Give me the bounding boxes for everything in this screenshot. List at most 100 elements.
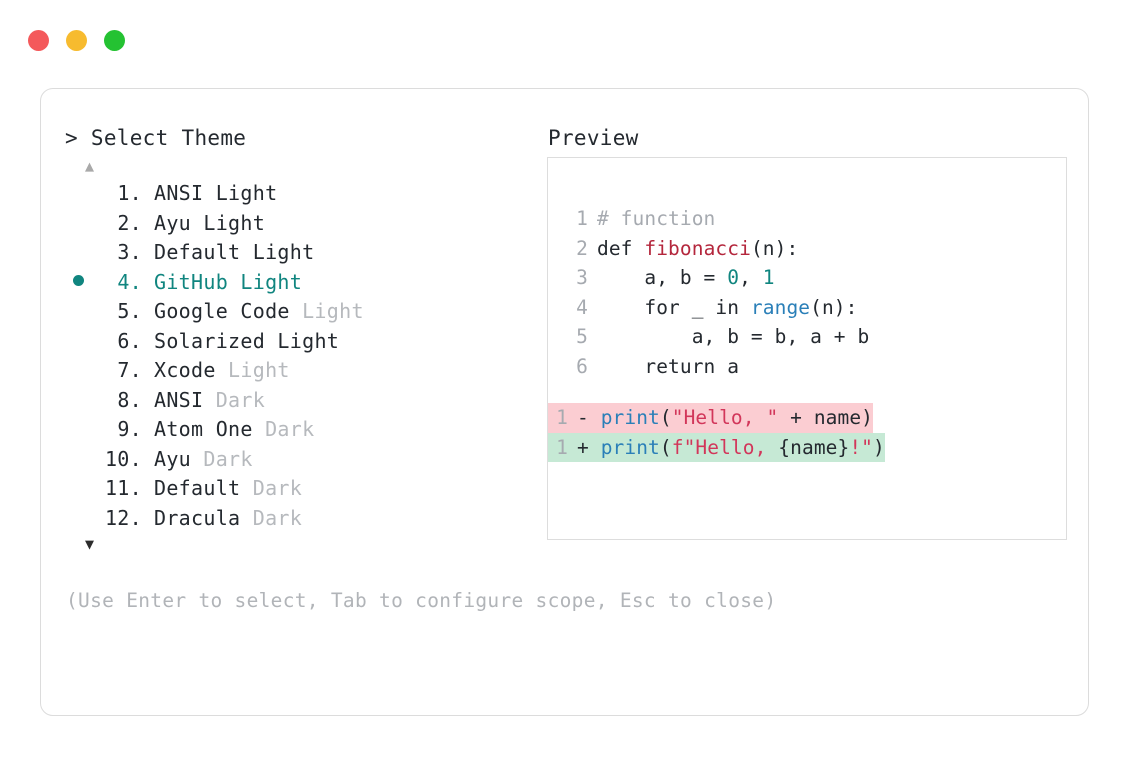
page-title: > Select Theme bbox=[65, 125, 547, 151]
prompt-caret-icon: > bbox=[65, 126, 78, 150]
code-line-text: return a bbox=[597, 352, 739, 382]
code-token-punct: ( bbox=[659, 406, 672, 429]
code-token-kw: def bbox=[597, 236, 645, 260]
theme-item-index: 7. bbox=[117, 358, 142, 382]
diff-band: 1+ print(f"Hello, {name}!") bbox=[548, 432, 885, 462]
theme-list-item[interactable]: 9. Atom One Dark bbox=[65, 415, 547, 445]
theme-item-label: Default Dark bbox=[154, 476, 303, 500]
selected-bullet-icon bbox=[65, 268, 95, 298]
code-line: 2 def fibonacci(n): bbox=[548, 234, 1066, 264]
theme-item-label: Google Code Light bbox=[154, 299, 364, 323]
theme-item-index: 9. bbox=[117, 417, 142, 441]
theme-item-variant: Dark bbox=[252, 505, 303, 530]
code-token-kw: a, b = bbox=[597, 266, 728, 289]
theme-item-index: 4. bbox=[117, 269, 142, 294]
code-token-str: !" bbox=[849, 435, 874, 459]
theme-list-item[interactable]: 6. Solarized Light bbox=[65, 327, 547, 357]
maximize-window-button[interactable] bbox=[104, 30, 125, 51]
theme-item-label: GitHub Light bbox=[154, 269, 303, 294]
code-line-number: 2 bbox=[576, 236, 588, 260]
theme-item-index: 8. bbox=[117, 387, 142, 412]
theme-item-variant: Light bbox=[215, 181, 278, 205]
code-token-str: "Hello, " bbox=[671, 406, 779, 429]
theme-item-index: 2. bbox=[117, 210, 142, 235]
code-token-punct: + name) bbox=[778, 406, 874, 429]
theme-item-index: 6. bbox=[117, 328, 142, 353]
theme-item-index: 1. bbox=[117, 181, 142, 205]
theme-list-item[interactable]: 3.Default Light bbox=[65, 238, 547, 268]
theme-picker-dialog: > Select Theme ▲ 1. ANSI Light 2. Ayu Light… bbox=[40, 88, 1089, 716]
diff-band: 1- print("Hello, " + name) bbox=[548, 403, 874, 433]
theme-list-item[interactable]: 2. Ayu Light bbox=[65, 209, 547, 239]
diff-line-number: 1 bbox=[556, 406, 568, 429]
theme-item-index: 12. bbox=[104, 505, 142, 530]
code-token-kw: return a bbox=[597, 354, 740, 378]
theme-item-label: ANSI Dark bbox=[154, 387, 266, 412]
scroll-up-icon[interactable]: ▲ bbox=[85, 157, 95, 175]
select-theme-label: Select Theme bbox=[90, 126, 247, 150]
code-token-kw: for _ in bbox=[597, 295, 751, 319]
code-line-text: for _ in range(n): bbox=[597, 293, 858, 323]
theme-list-item[interactable]: 11. Default Dark bbox=[65, 474, 547, 504]
theme-list-item[interactable]: 4. GitHub Light bbox=[65, 268, 547, 298]
theme-item-variant: Dark bbox=[215, 387, 266, 412]
code-token-punct: (n): bbox=[750, 236, 799, 260]
theme-item-variant: Dark bbox=[252, 476, 303, 500]
code-line: 6 return a bbox=[548, 352, 1066, 382]
theme-item-variant: Dark bbox=[203, 446, 253, 471]
code-token-builtin: print bbox=[600, 435, 660, 459]
theme-list-item[interactable]: 5. Google Code Light bbox=[65, 297, 547, 327]
code-token-punct: (n): bbox=[810, 295, 858, 319]
code-token-punct: , bbox=[739, 266, 763, 289]
theme-item-index: 11. bbox=[104, 476, 142, 500]
theme-selection-column: > Select Theme ▲ 1. ANSI Light 2. Ayu Light… bbox=[65, 125, 776, 613]
theme-list-item[interactable]: 8. ANSI Dark bbox=[65, 386, 547, 416]
code-token-punct: {name} bbox=[778, 435, 850, 459]
code-token-kw: a, b = b, a + b bbox=[597, 325, 870, 348]
code-line-text: def fibonacci(n): bbox=[597, 234, 798, 264]
code-token-num: 1 bbox=[762, 266, 775, 289]
code-line: 5 a, b = b, a + b bbox=[548, 322, 1066, 352]
code-token-builtin: print bbox=[600, 406, 660, 429]
code-line-number: 3 bbox=[576, 266, 588, 289]
theme-item-label: Ayu Dark bbox=[154, 446, 253, 471]
code-token-punct: ) bbox=[873, 435, 885, 459]
theme-item-index: 10. bbox=[104, 446, 142, 471]
theme-item-label: Solarized Light bbox=[154, 328, 340, 353]
code-token-comment: # function bbox=[597, 207, 716, 230]
code-token-str: f"Hello, bbox=[671, 435, 779, 459]
code-token-num: 0 bbox=[727, 266, 740, 289]
code-line-number: 5 bbox=[576, 325, 588, 348]
theme-item-label: Dracula Dark bbox=[154, 505, 303, 530]
theme-list-item[interactable]: 1. ANSI Light bbox=[65, 179, 547, 209]
theme-list-item[interactable]: 10. Ayu Dark bbox=[65, 445, 547, 475]
diff-line-del: 1- print("Hello, " + name) bbox=[548, 403, 1066, 433]
theme-list-item[interactable]: 7.Xcode Light bbox=[65, 356, 547, 386]
code-line: 1# function bbox=[548, 204, 1066, 234]
code-token-fn: fibonacci bbox=[644, 236, 751, 260]
minimize-window-button[interactable] bbox=[66, 30, 87, 51]
close-window-button[interactable] bbox=[28, 30, 49, 51]
theme-item-label: Ayu Light bbox=[154, 210, 266, 235]
diff-sign: + bbox=[577, 435, 601, 459]
code-line-text: a, b = 0, 1 bbox=[597, 263, 775, 293]
theme-item-index: 5. bbox=[117, 299, 142, 323]
theme-list-item[interactable]: 12. Dracula Dark bbox=[65, 504, 547, 534]
dialog-body: > Select Theme ▲ 1. ANSI Light 2. Ayu Light… bbox=[41, 89, 1088, 715]
theme-item-variant: Light bbox=[203, 210, 266, 235]
theme-item-label: Atom One Dark bbox=[154, 417, 315, 441]
code-line: 4 for _ in range(n): bbox=[548, 293, 1066, 323]
page-title-text bbox=[78, 126, 91, 150]
theme-item-variant: Light bbox=[240, 269, 303, 294]
theme-item-label: ANSI Light bbox=[154, 181, 278, 205]
code-line: 3 a, b = 0, 1 bbox=[548, 263, 1066, 293]
code-blank-line bbox=[548, 381, 1066, 403]
code-token-punct: ( bbox=[659, 435, 672, 459]
theme-item-variant: Light bbox=[252, 240, 315, 264]
diff-sign: - bbox=[577, 406, 601, 429]
scroll-down-icon[interactable]: ▼ bbox=[85, 535, 95, 553]
